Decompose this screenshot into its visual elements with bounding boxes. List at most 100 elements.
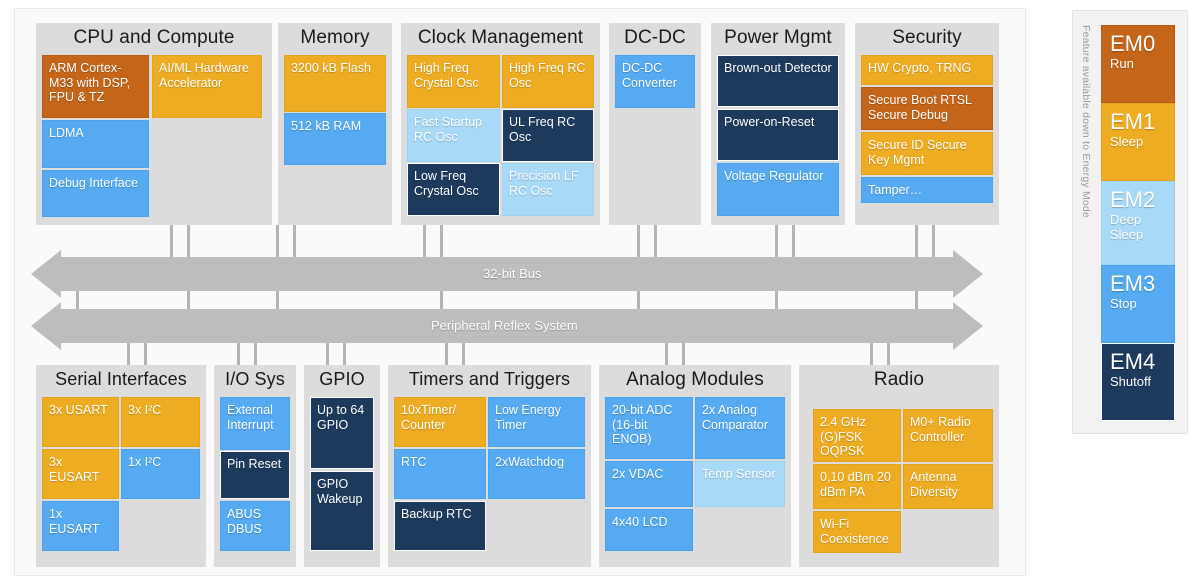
tile-pin-reset[interactable]: Pin Reset [220, 451, 290, 499]
panel-title: I/O Sys [225, 369, 285, 389]
panel-analog-modules[interactable]: Analog Modules 20-bit ADC (16-bit ENOB) … [599, 365, 791, 567]
tile-low-energy-timer[interactable]: Low Energy Timer [488, 397, 585, 447]
tile-10x-timer-counter[interactable]: 10xTimer/ Counter [394, 397, 486, 447]
connector-line [792, 225, 795, 285]
legend-item-em3[interactable]: EM3 Stop [1101, 265, 1175, 343]
connector-line [423, 225, 426, 285]
tile-antenna-diversity[interactable]: Antenna Diversity [903, 464, 993, 509]
tile-dc-dc-converter[interactable]: DC-DC Converter [615, 55, 695, 108]
connector-line [870, 343, 873, 365]
panel-cpu-and-compute[interactable]: CPU and Compute ARM Cortex-M33 with DSP,… [36, 23, 272, 225]
legend-item-em2[interactable]: EM2 Deep Sleep [1101, 181, 1175, 265]
tile-secure-id-key-mgmt[interactable]: Secure ID Secure Key Mgmt [861, 132, 993, 175]
legend-code: EM4 [1110, 349, 1156, 374]
tile-2x-vdac[interactable]: 2x VDAC [605, 461, 693, 507]
bus-bar [59, 309, 955, 343]
tile-1x-eusart[interactable]: 1x EUSART [42, 501, 119, 551]
bus-label: 32-bit Bus [483, 266, 542, 281]
tile-abus-dbus[interactable]: ABUS DBUS [220, 501, 290, 551]
legend-item-em0[interactable]: EM0 Run [1101, 25, 1175, 103]
panel-body: ARM Cortex-M33 with DSP, FPU & TZ AI/ML … [42, 55, 266, 217]
panel-io-sys[interactable]: I/O Sys External Interrupt Pin Reset ABU… [214, 365, 296, 567]
connector-line [775, 291, 778, 311]
bus-label: Peripheral Reflex System [431, 318, 578, 333]
panel-serial-interfaces[interactable]: Serial Interfaces 3x USART 3x I²C 3x EUS… [36, 365, 206, 567]
panel-body: 10xTimer/ Counter Low Energy Timer RTC 2… [394, 397, 585, 559]
connector-line [887, 343, 890, 365]
panel-security[interactable]: Security HW Crypto, TRNG Secure Boot RTS… [855, 23, 999, 225]
connector-line [665, 343, 668, 365]
tile-backup-rtc[interactable]: Backup RTC [394, 501, 486, 551]
diagram-board: CPU and Compute ARM Cortex-M33 with DSP,… [14, 8, 1026, 576]
panel-clock-management[interactable]: Clock Management High Freq Crystal Osc H… [401, 23, 600, 225]
tile-secure-boot-rtsl[interactable]: Secure Boot RTSL Secure Debug [861, 87, 993, 130]
tile-gpio-wakeup[interactable]: GPIO Wakeup [310, 471, 374, 551]
tile-debug-interface[interactable]: Debug Interface [42, 170, 149, 217]
panel-timers-and-triggers[interactable]: Timers and Triggers 10xTimer/ Counter Lo… [388, 365, 591, 567]
connector-line [932, 225, 935, 285]
panel-body: HW Crypto, TRNG Secure Boot RTSL Secure … [861, 55, 993, 217]
panel-memory[interactable]: Memory 3200 kB Flash 512 kB RAM [278, 23, 392, 225]
panel-body: 3x USART 3x I²C 3x EUSART 1x I²C 1x EUSA… [42, 397, 200, 559]
tile-fast-startup-rc-osc[interactable]: Fast Startup RC Osc [407, 109, 500, 162]
tile-3x-eusart[interactable]: 3x EUSART [42, 449, 119, 499]
connector-line [343, 343, 346, 365]
panel-power-mgmt[interactable]: Power Mgmt Brown-out Detector Power-on-R… [711, 23, 845, 225]
tile-power-on-reset[interactable]: Power-on-Reset [717, 109, 839, 161]
tile-3x-usart[interactable]: 3x USART [42, 397, 119, 447]
bus-peripheral-reflex-system[interactable]: Peripheral Reflex System [31, 302, 983, 350]
tile-ldma[interactable]: LDMA [42, 120, 149, 168]
legend-stack: EM0 Run EM1 Sleep EM2 Deep Sleep EM3 Sto… [1101, 25, 1175, 421]
panel-title: Radio [873, 369, 925, 390]
tile-temp-sensor[interactable]: Temp Sensor [695, 461, 785, 507]
tile-voltage-regulator[interactable]: Voltage Regulator [717, 163, 839, 216]
connector-line [293, 225, 296, 285]
tile-tamper[interactable]: Tamper… [861, 177, 993, 203]
tile-arm-cortex-m33[interactable]: ARM Cortex-M33 with DSP, FPU & TZ [42, 55, 149, 118]
panel-title: CPU and Compute [73, 27, 235, 48]
tile-hf-crystal-osc[interactable]: High Freq Crystal Osc [407, 55, 500, 108]
tile-ul-freq-rc-osc[interactable]: UL Freq RC Osc [502, 109, 594, 162]
bus-bar [59, 257, 955, 291]
tile-wifi-coexistence[interactable]: Wi-Fi Coexistence [813, 511, 901, 553]
tile-flash[interactable]: 3200 kB Flash [284, 55, 386, 112]
legend-item-em4[interactable]: EM4 Shutoff [1101, 343, 1175, 421]
tile-hw-crypto-trng[interactable]: HW Crypto, TRNG [861, 55, 993, 85]
tile-2x-analog-comparator[interactable]: 2x Analog Comparator [695, 397, 785, 459]
legend-name: Run [1110, 56, 1134, 71]
connector-line [76, 291, 79, 311]
panel-body: Up to 64 GPIO GPIO Wakeup [310, 397, 374, 559]
panel-body: High Freq Crystal Osc High Freq RC Osc F… [407, 55, 594, 217]
tile-1x-i2c[interactable]: 1x I²C [121, 449, 200, 499]
panel-dc-dc[interactable]: DC-DC DC-DC Converter [609, 23, 701, 225]
tile-hf-rc-osc[interactable]: High Freq RC Osc [502, 55, 594, 108]
tile-m0-radio-controller[interactable]: M0+ Radio Controller [903, 409, 993, 462]
tile-brown-out-detector[interactable]: Brown-out Detector [717, 55, 839, 107]
tile-ram[interactable]: 512 kB RAM [284, 113, 386, 165]
energy-mode-legend: Feature available down to Energy Mode EM… [1072, 10, 1188, 434]
tile-output-power-pa[interactable]: 0,10 dBm 20 dBm PA [813, 464, 901, 509]
panel-gpio[interactable]: GPIO Up to 64 GPIO GPIO Wakeup [304, 365, 380, 567]
panel-body: External Interrupt Pin Reset ABUS DBUS [220, 397, 290, 559]
tile-3x-i2c[interactable]: 3x I²C [121, 397, 200, 447]
tile-lf-crystal-osc[interactable]: Low Freq Crystal Osc [407, 163, 500, 216]
panel-radio[interactable]: Radio 2.4 GHz (G)FSK OQPSK M0+ Radio Con… [799, 365, 999, 567]
connector-line [445, 343, 448, 365]
tile-4x40-lcd[interactable]: 4x40 LCD [605, 509, 693, 551]
legend-name: Shutoff [1110, 374, 1151, 389]
legend-item-em1[interactable]: EM1 Sleep [1101, 103, 1175, 181]
tile-rtc[interactable]: RTC [394, 449, 486, 499]
connector-line [915, 225, 918, 285]
tile-ai-ml-accelerator[interactable]: AI/ML Hardware Accelerator [152, 55, 262, 118]
bus-32-bit[interactable]: 32-bit Bus [31, 250, 983, 298]
bus-arrow-right-icon [953, 250, 983, 298]
tile-precision-lf-rc-osc[interactable]: Precision LF RC Osc [502, 163, 594, 216]
tile-external-interrupt[interactable]: External Interrupt [220, 397, 290, 450]
tile-up-to-64-gpio[interactable]: Up to 64 GPIO [310, 397, 374, 469]
tile-2-4-ghz-radio[interactable]: 2.4 GHz (G)FSK OQPSK [813, 409, 901, 462]
tile-2x-watchdog[interactable]: 2xWatchdog [488, 449, 585, 499]
connector-line [254, 343, 257, 365]
tile-20-bit-adc[interactable]: 20-bit ADC (16-bit ENOB) [605, 397, 693, 459]
connector-line [276, 291, 279, 311]
legend-caption: Feature available down to Energy Mode [1080, 25, 1092, 219]
